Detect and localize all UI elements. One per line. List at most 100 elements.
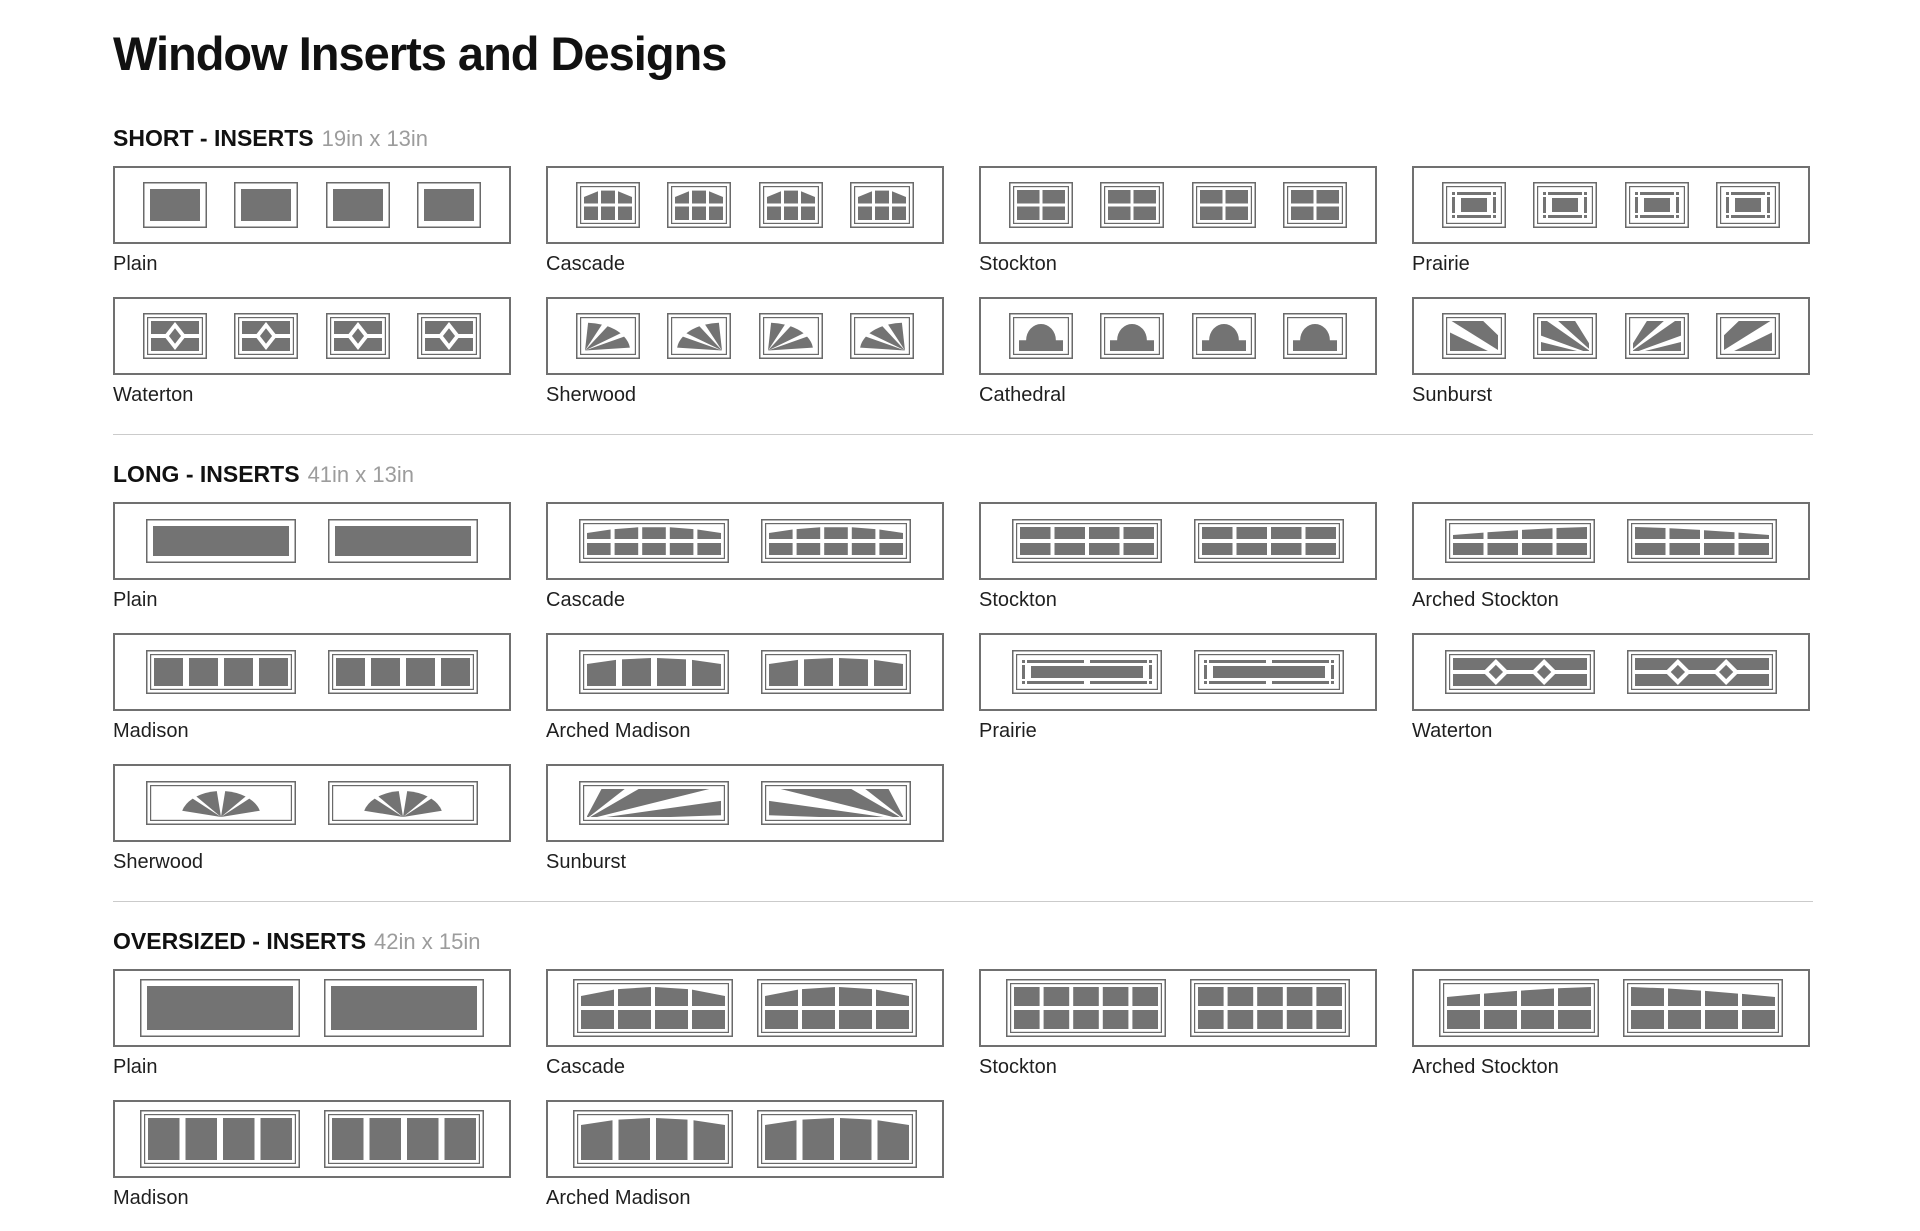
window-graphic (1624, 313, 1689, 359)
insert-card-arched-stockton: Arched Stockton (1412, 969, 1810, 1079)
insert-label: Plain (113, 1056, 158, 1078)
window-graphic (1716, 182, 1781, 228)
insert-label: Prairie (979, 720, 1037, 742)
window-graphic (324, 979, 485, 1037)
insert-preview-prairie-long (979, 633, 1377, 711)
window-graphic (1283, 182, 1348, 228)
window-graphic (327, 519, 478, 563)
section-heading: SHORT - INSERTS (113, 125, 314, 151)
window-graphic (1441, 313, 1506, 359)
insert-card-cascade: Cascade (546, 969, 944, 1079)
window-graphic (1008, 182, 1073, 228)
window-graphic (146, 519, 297, 563)
section-dimensions: 41in x 13in (307, 462, 414, 487)
insert-preview-cascade-short (546, 166, 944, 244)
insert-preview-sherwood-short (546, 297, 944, 375)
insert-label: Plain (113, 589, 158, 611)
window-graphic (579, 519, 730, 563)
window-graphic (417, 313, 482, 359)
insert-label: Waterton (1412, 720, 1493, 742)
insert-card-arched-stockton: Arched Stockton (1412, 502, 1810, 612)
insert-card-sherwood: Sherwood (113, 764, 511, 874)
insert-label: Arched Madison (546, 720, 691, 742)
window-graphic (325, 313, 390, 359)
window-graphic (1623, 979, 1784, 1037)
section-dimensions: 19in x 13in (321, 126, 429, 151)
insert-card-prairie: Prairie (1412, 166, 1810, 276)
window-graphic (1005, 979, 1166, 1037)
insert-preview-sherwood-long (113, 764, 511, 842)
window-graphic (146, 650, 297, 694)
insert-preview-sunburst-short (1412, 297, 1810, 375)
window-graphic (760, 781, 911, 825)
insert-card-plain: Plain (113, 502, 511, 612)
insert-preview-waterton-long (1412, 633, 1810, 711)
insert-label: Cathedral (979, 384, 1066, 406)
window-graphic (1193, 650, 1344, 694)
section-heading: LONG - INSERTS (113, 461, 300, 487)
window-graphic (1626, 650, 1777, 694)
window-graphic (1438, 979, 1599, 1037)
insert-card-cascade: Cascade (546, 502, 944, 612)
insert-card-madison: Madison (113, 633, 511, 743)
insert-card-arched-madison: Arched Madison (546, 1100, 944, 1210)
window-graphic (572, 979, 733, 1037)
insert-preview-stockton-oversized (979, 969, 1377, 1047)
section-divider (113, 434, 1813, 435)
window-graphic (760, 519, 911, 563)
insert-label: Madison (113, 720, 189, 742)
insert-label: Plain (113, 253, 158, 275)
window-graphic (850, 182, 915, 228)
window-graphic (234, 182, 299, 228)
window-graphic (1533, 313, 1598, 359)
insert-card-sunburst: Sunburst (1412, 297, 1810, 407)
window-graphic (757, 1110, 918, 1168)
window-graphic (1624, 182, 1689, 228)
window-graphic (1191, 182, 1256, 228)
insert-label: Cascade (546, 589, 625, 611)
insert-card-waterton: Waterton (1412, 633, 1810, 743)
window-graphic (760, 650, 911, 694)
window-graphic (1283, 313, 1348, 359)
window-graphic (1012, 519, 1163, 563)
window-graphic (325, 182, 390, 228)
insert-card-cathedral: Cathedral (979, 297, 1377, 407)
section-dimensions: 42in x 15in (374, 929, 481, 954)
insert-card-waterton: Waterton (113, 297, 511, 407)
insert-card-cascade: Cascade (546, 166, 944, 276)
window-graphic (142, 182, 207, 228)
window-graphic (758, 313, 823, 359)
insert-preview-arched-stockton-long (1412, 502, 1810, 580)
insert-preview-cascade-long (546, 502, 944, 580)
window-graphic (327, 650, 478, 694)
window-graphic (146, 781, 297, 825)
insert-preview-plain-long (113, 502, 511, 580)
insert-label: Prairie (1412, 253, 1470, 275)
insert-label: Waterton (113, 384, 194, 406)
insert-preview-madison-long (113, 633, 511, 711)
window-graphic (327, 781, 478, 825)
insert-card-plain: Plain (113, 969, 511, 1079)
window-graphic (139, 1110, 300, 1168)
insert-preview-arched-madison-oversized (546, 1100, 944, 1178)
window-inserts-page: Window Inserts and Designs SHORT - INSER… (113, 27, 1813, 1231)
insert-label: Stockton (979, 253, 1057, 275)
insert-label: Sunburst (546, 851, 627, 873)
insert-preview-arched-madison-long (546, 633, 944, 711)
window-graphic (324, 1110, 485, 1168)
insert-label: Stockton (979, 1056, 1057, 1078)
window-graphic (1716, 313, 1781, 359)
insert-card-madison: Madison (113, 1100, 511, 1210)
insert-preview-arched-stockton-oversized (1412, 969, 1810, 1047)
window-graphic (1441, 182, 1506, 228)
insert-preview-cascade-oversized (546, 969, 944, 1047)
insert-label: Arched Stockton (1412, 589, 1559, 611)
window-graphic (758, 182, 823, 228)
window-graphic (579, 781, 730, 825)
window-graphic (1100, 182, 1165, 228)
insert-preview-sunburst-long (546, 764, 944, 842)
window-graphic (572, 1110, 733, 1168)
